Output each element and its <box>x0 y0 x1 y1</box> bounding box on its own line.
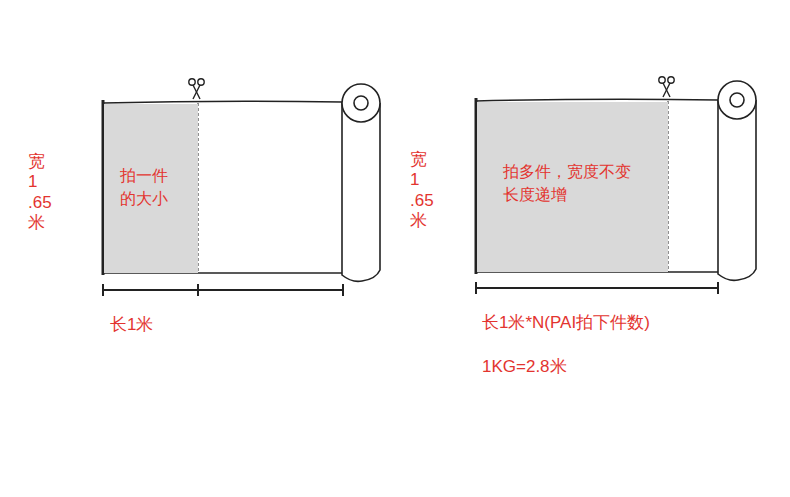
length-note: 长1米*N(PAI拍下件数) <box>482 312 650 333</box>
length-note: 长1米 <box>110 314 153 335</box>
cut-area: 拍多件，宽度不变 长度递增 <box>477 102 668 272</box>
area-note: 拍多件，宽度不变 长度递增 <box>503 160 637 206</box>
cut-area: 拍一件 的大小 <box>104 104 198 273</box>
length-note: 1KG=2.8米 <box>482 356 567 377</box>
width-dimension: 宽1 .65 米 <box>410 150 434 232</box>
width-dimension: 宽1 .65 米 <box>28 152 52 234</box>
area-note: 拍一件 的大小 <box>120 164 174 210</box>
